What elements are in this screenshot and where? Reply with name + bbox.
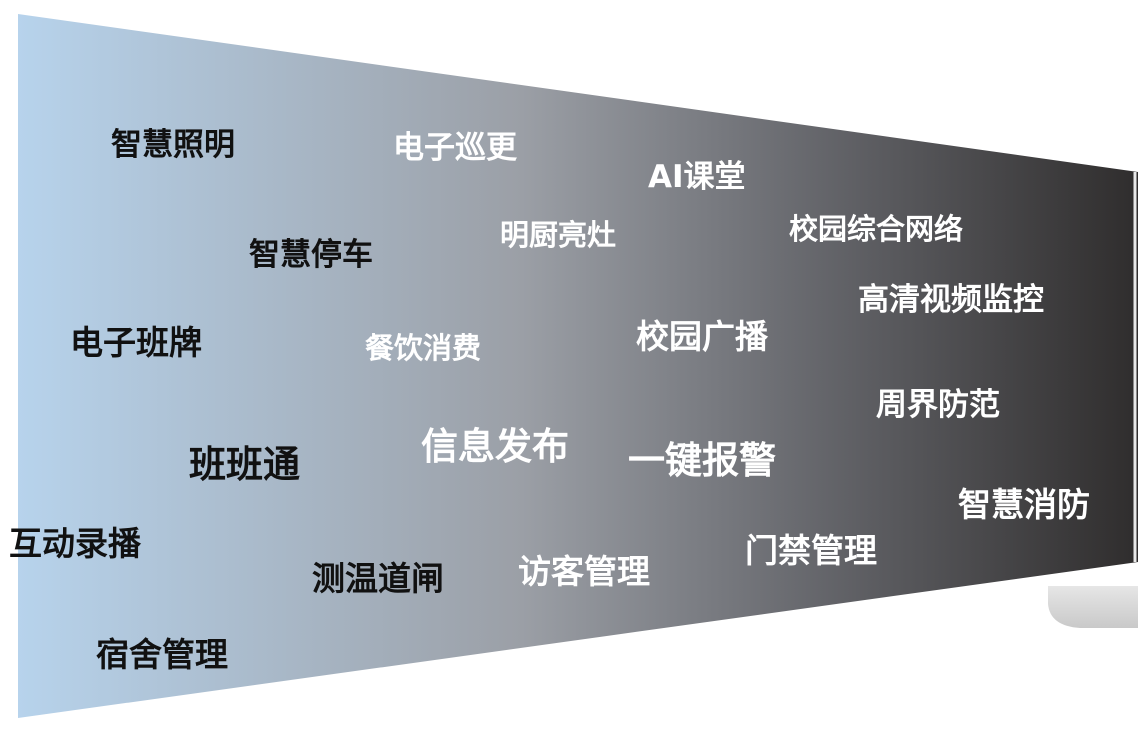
label-access-control: 门禁管理 (745, 531, 877, 570)
label-e-patrol: 电子巡更 (393, 130, 517, 166)
label-smart-fire: 智慧消防 (958, 485, 1090, 524)
label-one-key-alarm: 一键报警 (628, 439, 776, 482)
label-campus-network: 校园综合网络 (789, 212, 964, 246)
label-perimeter-defense: 周界防范 (876, 387, 1000, 423)
label-ban-ban-tong: 班班通 (189, 443, 300, 486)
funnel-body (18, 14, 1138, 718)
label-interactive-recording: 互动录播 (9, 524, 141, 563)
label-ai-classroom: AI课堂 (648, 159, 746, 195)
label-visitor-management: 访客管理 (518, 552, 650, 591)
stand-shape (1048, 586, 1138, 628)
label-campus-broadcast: 校园广播 (636, 317, 768, 356)
label-smart-lighting: 智慧照明 (111, 127, 235, 163)
label-open-kitchen: 明厨亮灶 (500, 218, 617, 252)
label-temp-gate: 测温道闸 (312, 559, 444, 598)
label-info-release: 信息发布 (421, 425, 569, 468)
label-smart-parking: 智慧停车 (249, 237, 373, 273)
label-dorm-management: 宿舍管理 (96, 635, 228, 674)
label-e-class-sign: 电子班牌 (70, 323, 202, 362)
label-hd-surveillance: 高清视频监控 (858, 282, 1044, 318)
label-dining-payment: 餐饮消费 (365, 331, 482, 365)
